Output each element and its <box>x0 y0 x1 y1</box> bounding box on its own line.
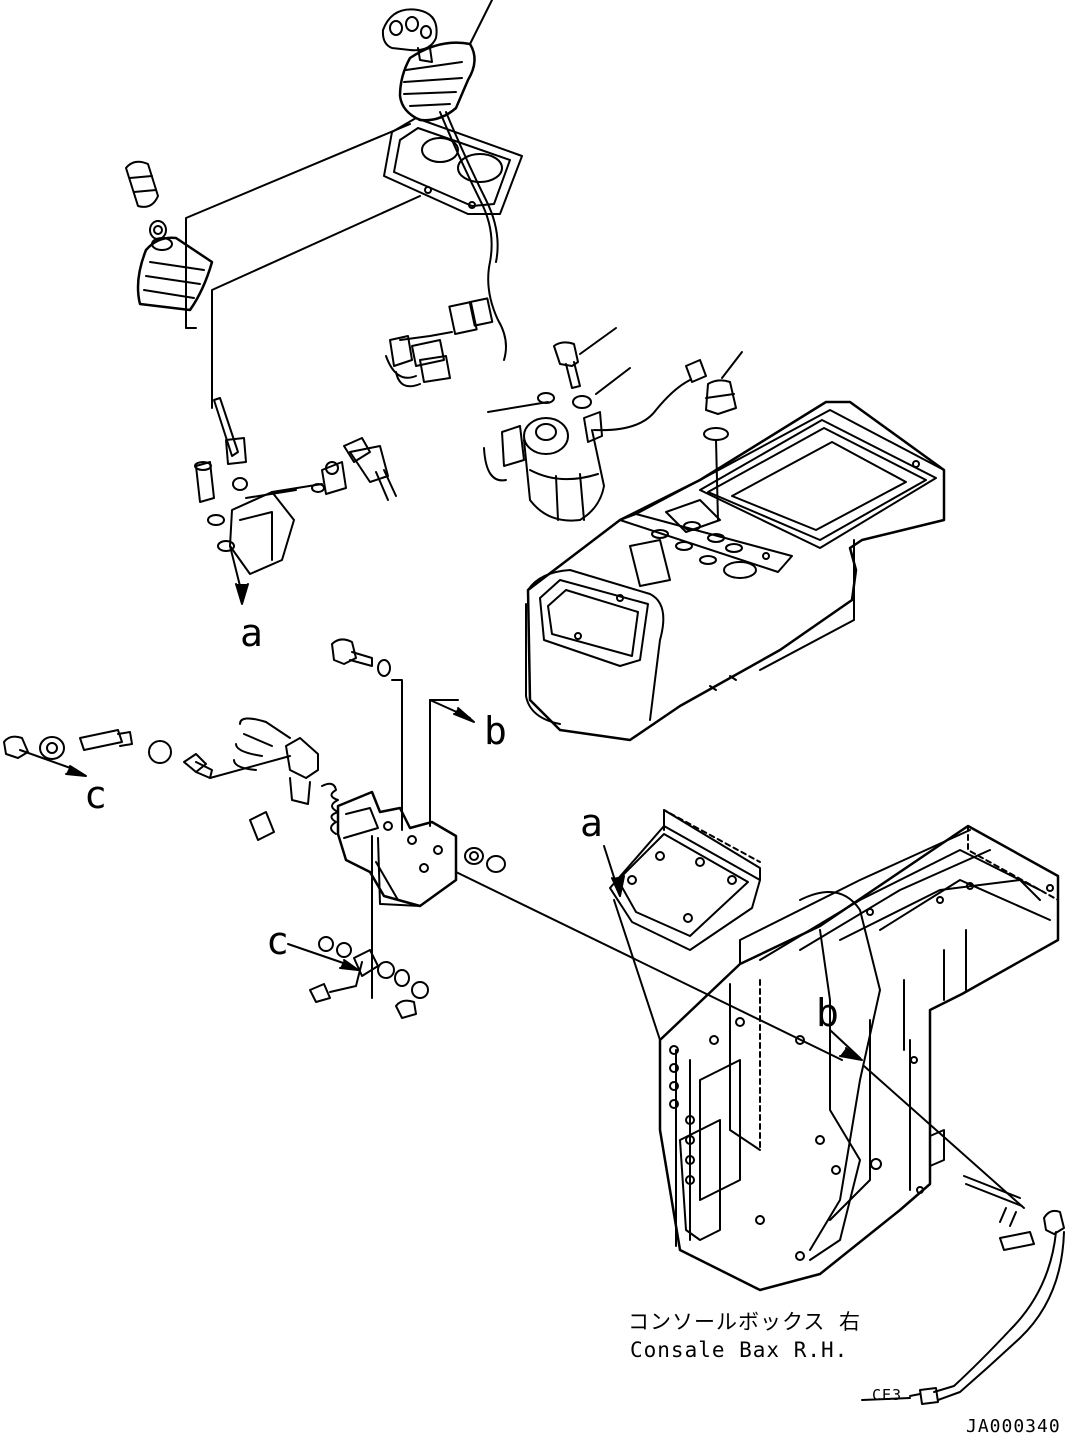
console-box-top <box>525 400 946 742</box>
lever-bracket-assembly <box>321 638 843 1061</box>
ref-label-c-lower: c <box>266 919 289 963</box>
ref-label-a-upper: a <box>240 611 263 655</box>
caption-english: Consale Bax R.H. <box>630 1338 849 1362</box>
ref-label-b-right: b <box>816 991 839 1035</box>
hose-fittings-left <box>3 717 319 841</box>
ref-label-c-left: c <box>84 773 107 817</box>
leader-lines-middle <box>487 327 631 413</box>
joystick-mount-plate <box>383 117 523 215</box>
console-box-frame <box>603 809 1060 1292</box>
pins-washers-lower <box>287 936 429 1019</box>
rod-and-hose-lower <box>861 1175 1065 1405</box>
solenoid-valve <box>483 359 707 522</box>
knob-and-boot <box>125 160 214 312</box>
joystick-lever <box>381 0 507 361</box>
drawing-code: JA000340 <box>966 1416 1061 1437</box>
leader-lines-upper <box>185 123 421 409</box>
caption-japanese: コンソールボックス 右 <box>628 1310 862 1334</box>
hose-end-label: CE3 <box>872 1386 903 1404</box>
harness-connector-upper <box>385 297 494 388</box>
bolt-washer-upper <box>537 341 592 409</box>
lever-valve-assembly <box>194 397 397 605</box>
ref-label-a-right: a <box>580 801 603 845</box>
ref-label-b-mid: b <box>484 709 507 753</box>
